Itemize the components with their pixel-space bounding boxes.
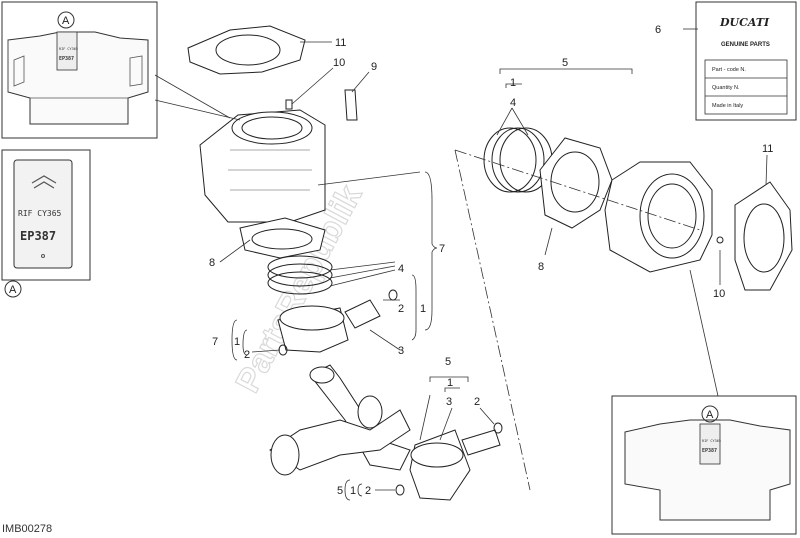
ducati-logo: DUCATI	[719, 16, 770, 29]
label-row-quantity: Quantity N.	[712, 85, 740, 91]
callout-1-top: 1	[510, 77, 516, 89]
crankshaft-assembly	[269, 364, 503, 501]
callout-1-bot: 1	[350, 485, 356, 497]
label-row-part-code: Part - code N.	[712, 67, 746, 73]
detail-line2: EP387	[20, 229, 56, 243]
piston-pin-bottom	[461, 429, 501, 456]
callout-10-top: 10	[333, 57, 345, 69]
callout-7-right: 7	[439, 243, 445, 255]
callout-2-bot: 2	[365, 485, 371, 497]
genuine-parts-title: GENUINE PARTS	[721, 42, 770, 48]
callout-3-mid: 3	[446, 396, 452, 408]
detail-line1: RIF CY365	[18, 209, 62, 218]
inset-bottom-right: A RIF CY365 EP387	[611, 395, 797, 535]
label-row-made-in: Made in Italy	[712, 103, 743, 109]
ring-right-1	[483, 127, 537, 193]
callout-4-top: 4	[510, 97, 516, 109]
inset-top-left: A RIF CY365 EP387	[1, 1, 158, 139]
crankshaft	[269, 409, 411, 471]
callout-3-left: 3	[398, 345, 404, 357]
figure-code: IMB00278	[2, 523, 52, 535]
detail-marker: A	[9, 284, 17, 296]
callout-5-mid: 5	[445, 356, 451, 368]
callout-7-left: 7	[212, 336, 218, 348]
callout-numbers: 6 11 10 9 8 7 4 2 1 3 7 1 2 5 1 4 8 11 1…	[209, 24, 773, 497]
callout-1-mid: 1	[447, 377, 453, 389]
leader-lines	[154, 28, 768, 501]
callout-5-bot: 5	[337, 485, 343, 497]
left-cylinder-assembly	[187, 25, 398, 356]
callout-8-right: 8	[538, 261, 544, 273]
piston-ring-2	[267, 263, 333, 287]
callout-8-left: 8	[209, 257, 215, 269]
inset-bottom-right-tag-line1: RIF CY365	[702, 439, 721, 443]
inset-top-left-marker: A	[62, 15, 70, 27]
inset-bottom-right-tag-line2: EP387	[702, 448, 717, 454]
callout-1-left: 1	[420, 303, 426, 315]
callout-2-left: 2	[398, 303, 404, 315]
callout-2-mid: 2	[474, 396, 480, 408]
piston-ring-3	[267, 271, 333, 295]
crank-gear	[270, 434, 300, 476]
callout-1-left2: 1	[234, 336, 240, 348]
callout-11-right: 11	[762, 143, 773, 155]
piston-pin-left	[344, 299, 381, 329]
stud-9	[344, 89, 358, 121]
inset-bottom-right-marker: A	[706, 409, 714, 421]
genuine-parts-label: DUCATI GENUINE PARTS Part - code N. Quan…	[695, 1, 797, 121]
callout-6: 6	[655, 24, 661, 36]
piston-ring-1	[267, 255, 333, 279]
dowel-pin-10	[285, 99, 293, 110]
inset-detail: RIF CY365 EP387 A	[1, 149, 91, 298]
callout-11-top: 11	[335, 37, 346, 49]
callout-10-right: 10	[713, 288, 725, 300]
callout-5-top: 5	[562, 57, 568, 69]
inset-top-left-tag-line2: EP387	[59, 56, 74, 62]
callout-2-left2: 2	[244, 349, 250, 361]
right-cylinder-assembly	[483, 127, 793, 291]
inset-marker-circle	[57, 11, 75, 29]
callout-9: 9	[371, 61, 377, 73]
ring-right-2	[491, 127, 545, 193]
callout-4-left: 4	[398, 263, 404, 275]
inset-top-left-tag-line1: RIF CY365	[59, 47, 78, 51]
